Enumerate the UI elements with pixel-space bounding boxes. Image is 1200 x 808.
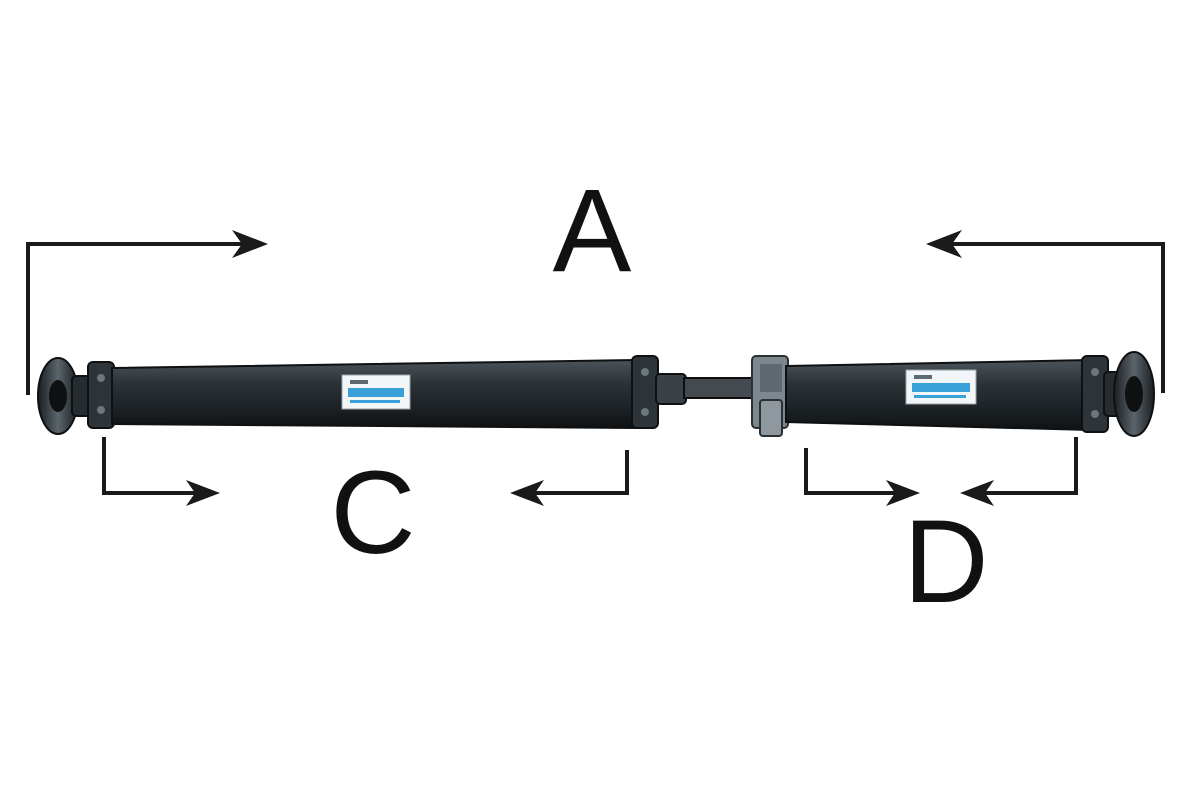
- dimension-label-c: C: [330, 447, 416, 579]
- dimension-label-d: D: [903, 496, 989, 628]
- arrow-head-icon: [886, 480, 920, 506]
- arrow-head-icon: [186, 480, 220, 506]
- dimension-c-left-bracket: [102, 437, 220, 506]
- dimension-label-a: A: [552, 165, 632, 297]
- product-label-sticker: [905, 369, 977, 405]
- arrow-head-icon: [510, 480, 544, 506]
- arrow-head-icon: [232, 230, 268, 258]
- dimension-c-right-bracket: [510, 450, 629, 506]
- arrow-head-icon: [926, 230, 962, 258]
- dimension-d-right-bracket: [960, 437, 1078, 506]
- dimension-a-right-bracket: [926, 230, 1165, 393]
- arrow-head-icon: [960, 480, 994, 506]
- product-label-sticker: [341, 374, 411, 410]
- drive-shaft-icon: [37, 351, 1155, 437]
- dimension-a-left-bracket: [26, 230, 268, 395]
- dimension-d-left-bracket: [804, 448, 920, 506]
